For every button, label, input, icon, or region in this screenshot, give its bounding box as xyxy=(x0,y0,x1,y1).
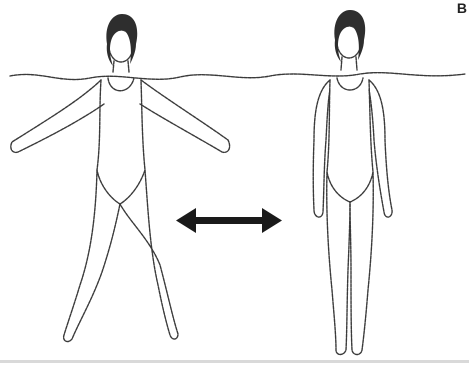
left-figure-hair xyxy=(106,14,137,66)
water-surface-line xyxy=(10,73,465,80)
double-headed-arrow xyxy=(176,208,282,233)
right-figure-neck xyxy=(341,57,357,70)
left-figure-torso xyxy=(97,80,145,204)
right-figure-leg-left xyxy=(327,172,350,355)
right-figure-torso xyxy=(327,80,373,202)
left-figure-arm-left xyxy=(11,80,104,152)
left-figure-arm-right xyxy=(140,80,230,152)
panel-label: B xyxy=(457,0,467,16)
left-figure-leg-left xyxy=(64,170,120,342)
right-figure-arm-left xyxy=(313,80,330,217)
right-figure-swimsuit-neckline xyxy=(337,78,363,90)
right-figure-arm-right xyxy=(369,80,392,217)
left-figure-leg-right xyxy=(120,170,178,339)
left-figure-swimsuit-neckline xyxy=(108,78,134,91)
right-figure-hair xyxy=(334,10,365,62)
right-figure-leg-right xyxy=(350,172,373,355)
